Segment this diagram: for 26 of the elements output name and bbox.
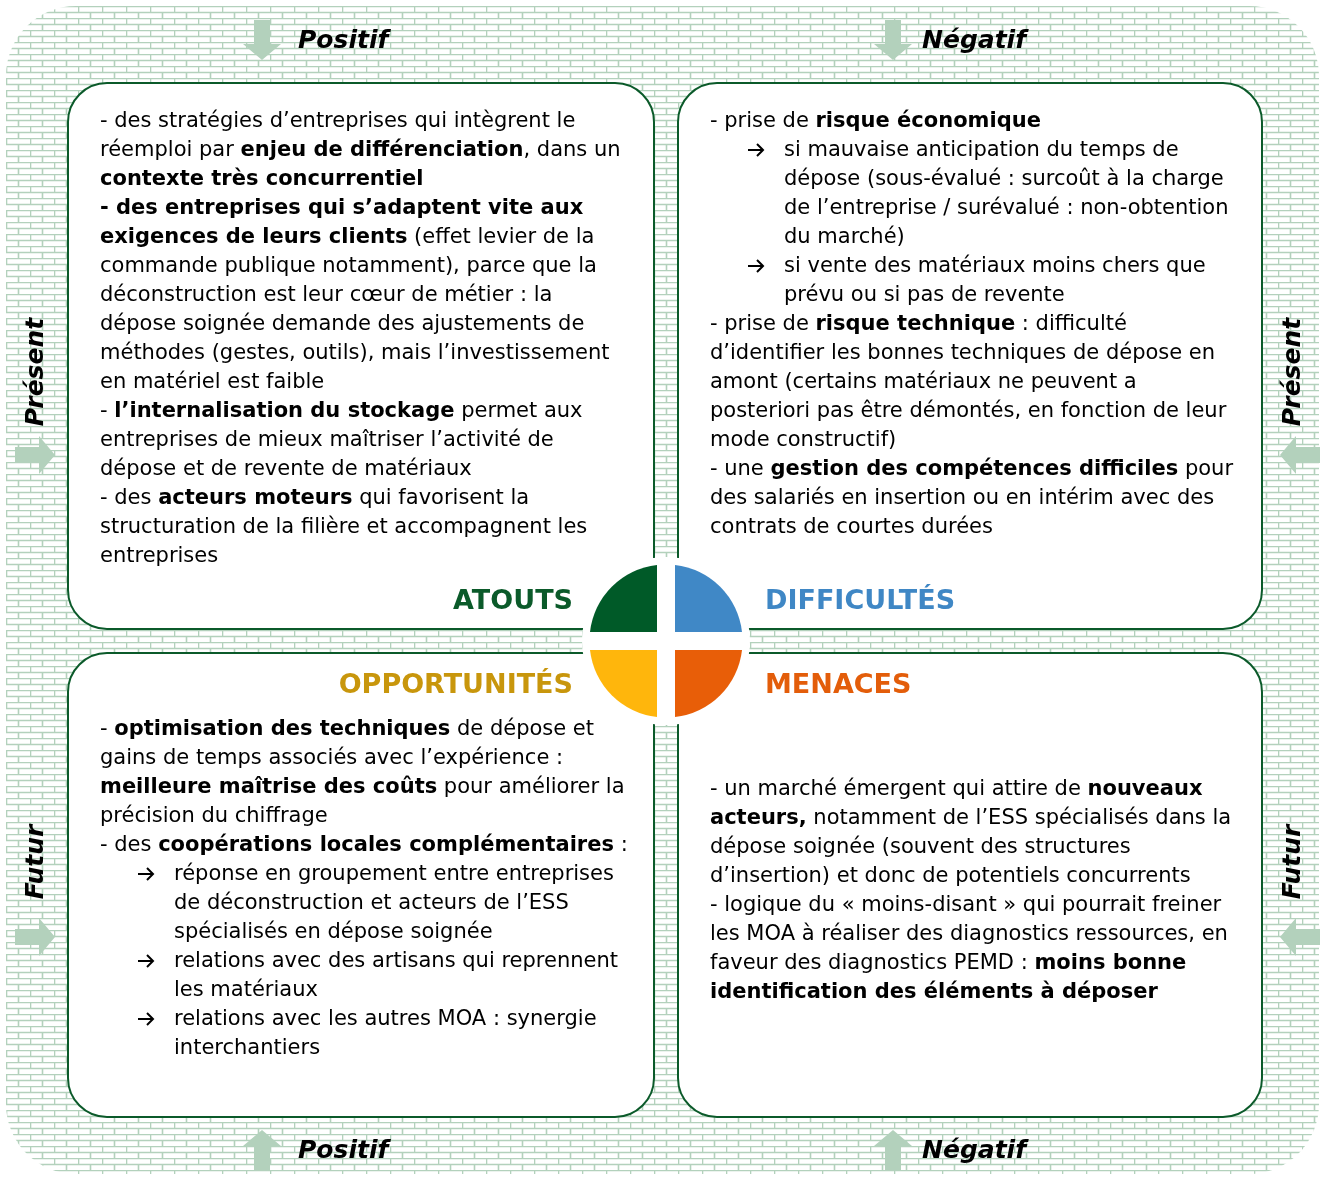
axis-label: Futur	[1276, 824, 1308, 900]
bullet-text: - prise de risque technique : difficulté d’identifier les bonnes techniques de dépose en amont (certains matériaux ne peuvent a posteriori pas être démontés, en fonction de leur mode constructif)	[710, 310, 1228, 453]
quadrant-box	[67, 82, 655, 630]
quadrant-heading: DIFFICULTÉS	[765, 582, 956, 617]
axis-label: Négatif	[922, 24, 1027, 56]
axis-label: Positif	[298, 24, 389, 56]
axis-label: Présent	[19, 317, 51, 427]
axis-label: Positif	[298, 1134, 389, 1166]
axis-label: Présent	[1276, 317, 1308, 427]
quadrant-heading: ATOUTS	[453, 582, 573, 617]
axis-label: Négatif	[922, 1134, 1027, 1166]
quadrant-box	[677, 652, 1263, 1118]
bullet-text: - logique du « moins-disant » qui pourrait freiner les MOA à réaliser des diagnostics ressources, en faveur des diagnostics PEMD : moins bonne identification des éléments à déposer	[710, 891, 1229, 1005]
quadrant-box	[67, 652, 655, 1118]
bullet-text: - prise de risque économique	[710, 107, 1042, 134]
quadrant-heading: MENACES	[765, 667, 912, 701]
bullet-text: si mauvaise anticipation du temps de dépose (sous-évalué : surcoût à la charge de l’entreprise / surévalué : non-obtention du marché)	[784, 136, 1230, 250]
bullet-text: - un marché émergent qui attire de nouveaux acteurs, notamment de l’ESS spécialisés dans la dépose soignée (souvent des structures d’insertion) et donc de potentiels concurrents	[710, 775, 1233, 889]
bullet-text: relations avec les autres MOA : synergie interchantiers	[174, 1005, 598, 1061]
bullet-text: - une gestion des compétences difficiles pour des salariés en insertion ou en intérim avec des contrats de courtes durées	[710, 455, 1235, 540]
axis-label: Futur	[19, 824, 51, 900]
bullet-text: - des coopérations locales complémentaires :	[100, 831, 629, 858]
bullet-text: - des acteurs moteurs qui favorisent la structuration de la filière et accompagnent les entreprises	[100, 484, 589, 569]
quadrant-box	[677, 82, 1263, 630]
quadrant-heading: OPPORTUNITÉS	[338, 667, 573, 701]
bullet-text: - des stratégies d’entreprises qui intègrent le réemploi par enjeu de différenciation, dans un contexte très concurrentiel	[100, 107, 622, 192]
